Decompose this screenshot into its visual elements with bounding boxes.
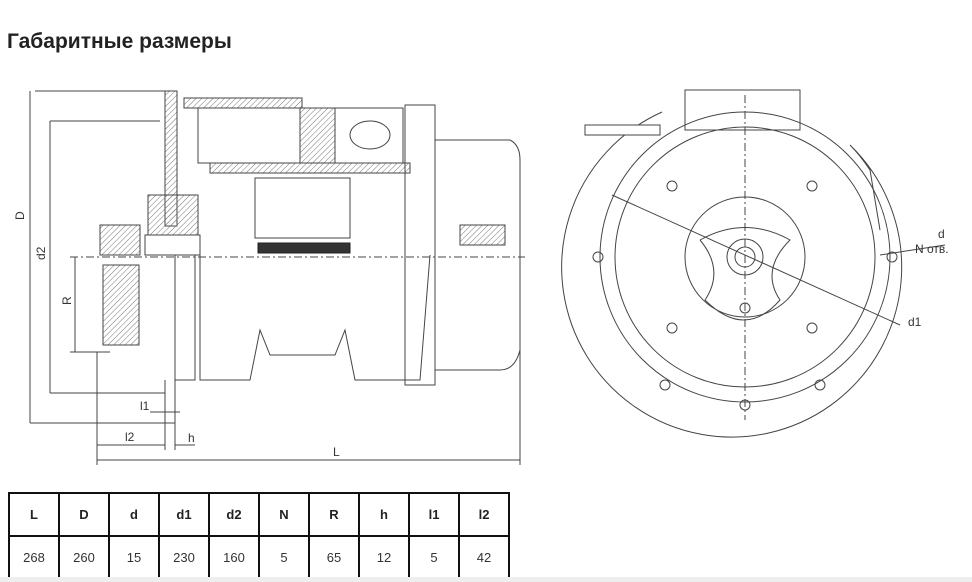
header-cell: l1 xyxy=(408,492,460,537)
value-cell: 15 xyxy=(108,535,160,579)
header-cell: N xyxy=(258,492,310,537)
header-cell: d1 xyxy=(158,492,210,537)
value-cell: 5 xyxy=(408,535,460,579)
value-cell: 268 xyxy=(8,535,60,579)
header-cell: d2 xyxy=(208,492,260,537)
value-cell: 5 xyxy=(258,535,310,579)
label-d: d xyxy=(938,227,945,241)
value-cell: 12 xyxy=(358,535,410,579)
bottom-divider xyxy=(0,577,972,582)
page-title: Габаритные размеры xyxy=(7,30,232,53)
label-N: N отв. xyxy=(915,242,949,256)
label-h: h xyxy=(188,431,195,445)
label-L: L xyxy=(333,445,340,459)
label-l1: l1 xyxy=(140,399,150,413)
header-cell: d xyxy=(108,492,160,537)
label-d2: d2 xyxy=(34,246,48,260)
header-cell: l2 xyxy=(458,492,510,537)
table-header-row: L D d d1 d2 N R h l1 l2 xyxy=(8,492,510,537)
value-cell: 230 xyxy=(158,535,210,579)
header-cell: L xyxy=(8,492,60,537)
label-d1: d1 xyxy=(908,315,922,329)
table-row: 268 260 15 230 160 5 65 12 5 42 xyxy=(8,535,510,579)
header-cell: R xyxy=(308,492,360,537)
side-view: D d2 R l1 l2 h L xyxy=(13,90,525,465)
label-R: R xyxy=(60,296,74,305)
value-cell: 65 xyxy=(308,535,360,579)
dimension-drawing: D d2 R l1 l2 h L d N отв. d1 xyxy=(13,89,949,465)
header-cell: h xyxy=(358,492,410,537)
label-D: D xyxy=(13,211,27,220)
header-cell: D xyxy=(58,492,110,537)
value-cell: 160 xyxy=(208,535,260,579)
front-view: d N отв. d1 xyxy=(561,89,949,438)
dimensions-table: L D d d1 d2 N R h l1 l2 268 260 15 230 1… xyxy=(8,492,510,579)
label-l2: l2 xyxy=(125,430,135,444)
value-cell: 42 xyxy=(458,535,510,579)
value-cell: 260 xyxy=(58,535,110,579)
